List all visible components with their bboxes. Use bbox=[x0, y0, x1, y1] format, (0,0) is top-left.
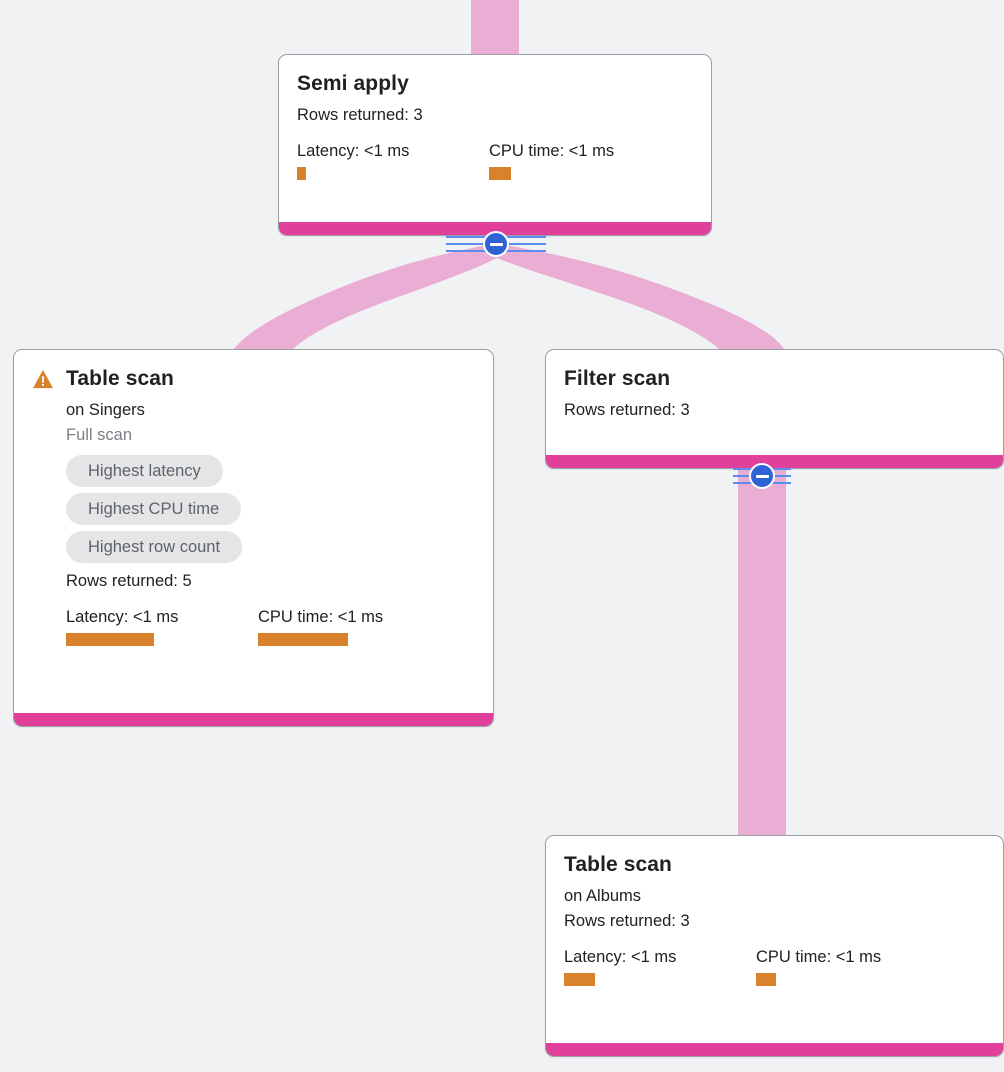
edge-root-to-semi-apply bbox=[471, 0, 519, 58]
node-body: Filter scan Rows returned: 3 bbox=[546, 350, 1003, 455]
metric-latency: Latency: <1 ms bbox=[66, 606, 258, 646]
metric-cpu-time-bar bbox=[489, 167, 511, 180]
metric-latency-bar bbox=[297, 167, 306, 180]
node-title-row: Filter scan bbox=[564, 366, 985, 392]
node-filter-scan[interactable]: Filter scan Rows returned: 3 bbox=[545, 349, 1004, 469]
metric-cpu-time-bar bbox=[756, 973, 776, 986]
metric-cpu-time: CPU time: <1 ms bbox=[489, 140, 614, 180]
node-accent-bar bbox=[279, 222, 711, 235]
chip-highest-row-count[interactable]: Highest row count bbox=[66, 531, 243, 563]
node-body: Table scan on Albums Rows returned: 3 La… bbox=[546, 836, 1003, 1043]
metric-latency-bar bbox=[66, 633, 154, 646]
node-rows-returned: Rows returned: 3 bbox=[564, 912, 690, 930]
toggle-semi-apply[interactable] bbox=[483, 231, 509, 257]
node-title-row: Table scan bbox=[32, 366, 475, 392]
node-accent-bar bbox=[546, 1043, 1003, 1056]
node-title: Table scan bbox=[564, 853, 672, 876]
metric-cpu-time: CPU time: <1 ms bbox=[756, 946, 881, 986]
node-accent-bar bbox=[14, 713, 493, 726]
metric-latency-bar bbox=[564, 973, 595, 986]
edge-semi-apply-to-filter-scan bbox=[497, 244, 786, 352]
node-body: Semi apply Rows returned: 3 Latency: <1 … bbox=[279, 55, 711, 222]
chip-highest-latency[interactable]: Highest latency bbox=[66, 455, 223, 487]
node-title: Filter scan bbox=[564, 367, 671, 390]
metric-cpu-time-label: CPU time: <1 ms bbox=[258, 608, 384, 626]
node-metrics: Latency: <1 ms CPU time: <1 ms bbox=[564, 946, 985, 986]
node-subtitle: on Albums bbox=[564, 887, 642, 905]
edge-filter-scan-to-table-scan-albums bbox=[738, 470, 786, 840]
metric-cpu-time-label: CPU time: <1 ms bbox=[489, 142, 615, 160]
node-body: Table scan on Singers Full scan Highest … bbox=[14, 350, 493, 713]
node-title-row: Semi apply bbox=[297, 71, 693, 97]
node-rows-returned: Rows returned: 3 bbox=[564, 401, 690, 419]
node-semi-apply[interactable]: Semi apply Rows returned: 3 Latency: <1 … bbox=[278, 54, 712, 236]
minus-icon bbox=[489, 242, 503, 246]
metric-cpu-time-bar bbox=[258, 633, 348, 646]
node-title-row: Table scan bbox=[564, 852, 985, 878]
node-subtitle: on Singers bbox=[66, 401, 145, 419]
metric-latency-label: Latency: <1 ms bbox=[66, 608, 179, 626]
toggle-filter-scan[interactable] bbox=[749, 463, 775, 489]
node-chips: Highest latency Highest CPU time Highest… bbox=[66, 455, 475, 563]
node-metrics: Latency: <1 ms CPU time: <1 ms bbox=[297, 140, 693, 180]
node-metrics: Latency: <1 ms CPU time: <1 ms bbox=[66, 606, 475, 646]
metric-cpu-time: CPU time: <1 ms bbox=[258, 606, 383, 646]
metric-latency: Latency: <1 ms bbox=[297, 140, 489, 180]
metric-latency: Latency: <1 ms bbox=[564, 946, 756, 986]
metric-cpu-time-label: CPU time: <1 ms bbox=[756, 948, 882, 966]
node-rows-returned: Rows returned: 3 bbox=[297, 106, 423, 124]
node-table-scan-albums[interactable]: Table scan on Albums Rows returned: 3 La… bbox=[545, 835, 1004, 1057]
metric-latency-label: Latency: <1 ms bbox=[564, 948, 677, 966]
minus-icon bbox=[755, 474, 769, 478]
metric-latency-label: Latency: <1 ms bbox=[297, 142, 410, 160]
node-table-scan-singers[interactable]: Table scan on Singers Full scan Highest … bbox=[13, 349, 494, 727]
edge-semi-apply-to-table-scan-singers bbox=[232, 244, 497, 352]
warning-triangle-icon bbox=[33, 369, 53, 389]
node-title: Semi apply bbox=[297, 72, 409, 95]
node-scan-type: Full scan bbox=[66, 426, 133, 444]
node-title: Table scan bbox=[66, 367, 174, 390]
node-accent-bar bbox=[546, 455, 1003, 468]
chip-highest-cpu-time[interactable]: Highest CPU time bbox=[66, 493, 242, 525]
node-rows-returned: Rows returned: 5 bbox=[66, 572, 192, 590]
